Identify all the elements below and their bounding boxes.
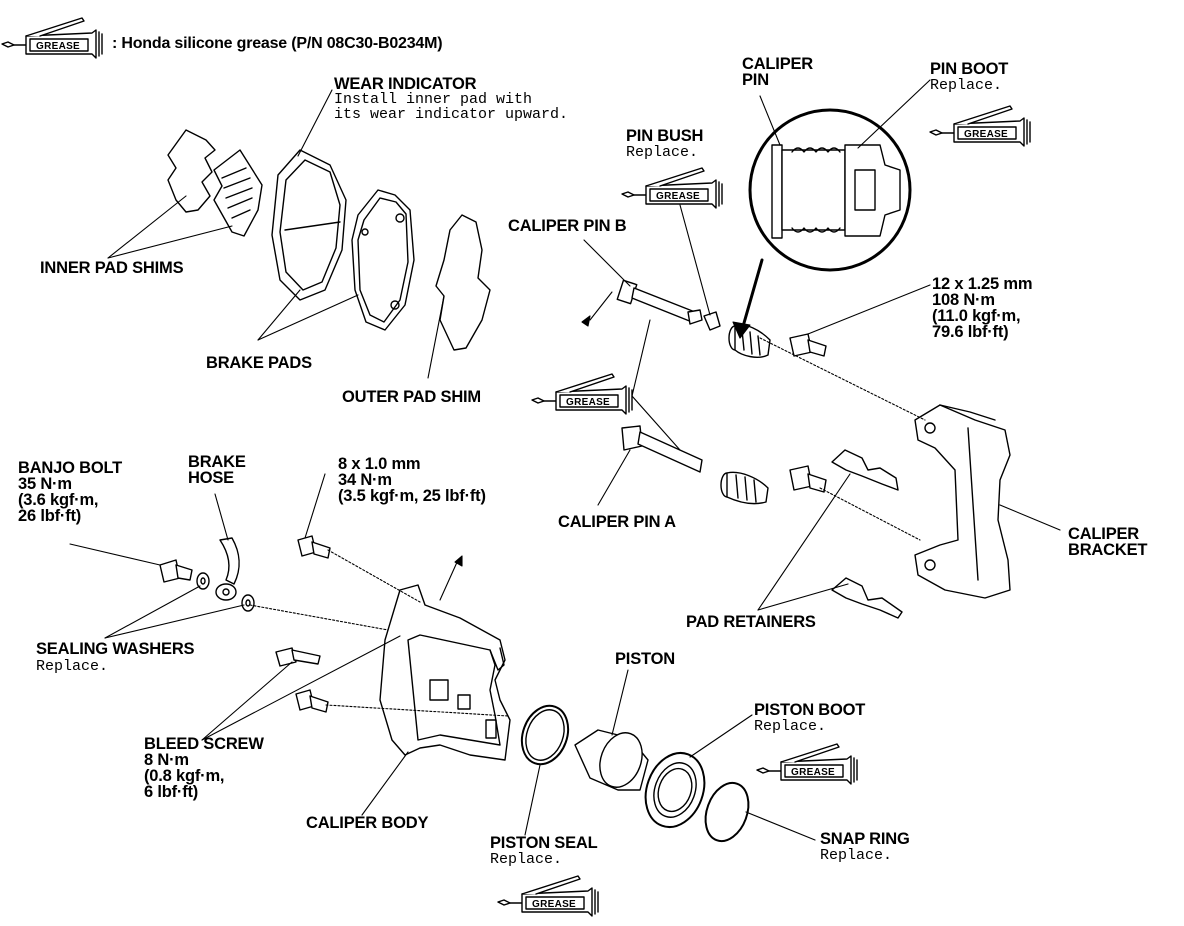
brake-pads bbox=[271, 149, 415, 331]
snap-ring-title: SNAP RING bbox=[820, 830, 910, 848]
piston-boot-note: Replace. bbox=[754, 718, 827, 735]
wear-indicator-note-1: Install inner pad with bbox=[334, 91, 533, 108]
grease-tube-icon: GREASE bbox=[531, 373, 633, 415]
caliper-pin-a bbox=[621, 425, 703, 473]
caliper-bracket-label-2: BRACKET bbox=[1068, 541, 1148, 559]
brake-hose bbox=[215, 537, 240, 601]
grease-tube-icon: GREASE bbox=[1, 17, 103, 59]
snap-ring bbox=[704, 781, 750, 843]
legend-text: : Honda silicone grease (P/N 08C30-B0234… bbox=[112, 35, 443, 52]
svg-text:GREASE: GREASE bbox=[791, 767, 835, 778]
banjo-bolt-label-2: 35 N·m bbox=[18, 475, 72, 493]
bracket-bolt-spec-1: 12 x 1.25 mm bbox=[932, 275, 1033, 293]
grease-tube-icon: GREASE bbox=[621, 167, 723, 209]
bracket-bolt-upper bbox=[789, 333, 827, 357]
outer-pad-shim bbox=[435, 214, 491, 351]
grease-icon-text: GREASE bbox=[36, 41, 80, 52]
caliper-body-label: CALIPER BODY bbox=[306, 814, 429, 832]
banjo-bolt bbox=[159, 559, 193, 583]
caliper-body bbox=[379, 584, 511, 761]
svg-text:GREASE: GREASE bbox=[566, 397, 610, 408]
caliper-pin-a-label: CALIPER PIN A bbox=[558, 513, 676, 531]
pin-boot-note: Replace. bbox=[930, 77, 1003, 94]
inner-pad-shims-label: INNER PAD SHIMS bbox=[40, 259, 184, 277]
pin-boot-lower bbox=[720, 471, 769, 505]
grease-tube-icon: GREASE bbox=[756, 743, 858, 785]
piston-boot bbox=[644, 752, 706, 828]
caliper-body-bolt-upper bbox=[297, 535, 331, 559]
piston-seal-title: PISTON SEAL bbox=[490, 834, 598, 852]
inner-pad-shims bbox=[167, 129, 263, 237]
piston-boot-title: PISTON BOOT bbox=[754, 701, 866, 719]
piston-label: PISTON bbox=[615, 650, 675, 668]
caliper-body-bolt-lower bbox=[295, 689, 329, 713]
caliper-pin-inset bbox=[748, 108, 912, 272]
bleed-screw-label-1: BLEED SCREW bbox=[144, 735, 264, 753]
banjo-bolt-label-4: 26 lbf·ft) bbox=[18, 507, 82, 525]
grease-tube-icon: GREASE bbox=[929, 105, 1031, 147]
outer-pad-shim-label: OUTER PAD SHIM bbox=[342, 388, 481, 406]
brake-pads-label: BRAKE PADS bbox=[206, 354, 312, 372]
svg-text:GREASE: GREASE bbox=[532, 899, 576, 910]
caliper-pin-label-2: PIN bbox=[742, 71, 769, 89]
leader-lines bbox=[69, 79, 1061, 841]
pin-bush-title: PIN BUSH bbox=[626, 127, 704, 145]
body-bolt-spec-3: (3.5 kgf·m, 25 lbf·ft) bbox=[338, 487, 486, 505]
bleed-screw bbox=[275, 647, 321, 667]
pin-boot-upper bbox=[728, 324, 771, 358]
svg-text:GREASE: GREASE bbox=[964, 129, 1008, 140]
snap-ring-note: Replace. bbox=[820, 847, 893, 864]
bleed-screw-label-2: 8 N·m bbox=[144, 751, 189, 769]
piston-seal bbox=[520, 704, 570, 766]
caliper-pin-label-1: CALIPER bbox=[742, 55, 814, 73]
body-bolt-spec-1: 8 x 1.0 mm bbox=[338, 455, 421, 473]
bracket-bolt-spec-2: 108 N·m bbox=[932, 291, 995, 309]
caliper-pin-b bbox=[616, 279, 721, 331]
grease-tube-icon: GREASE bbox=[497, 875, 599, 917]
bracket-bolt-spec-3: (11.0 kgf·m, bbox=[932, 307, 1021, 325]
piston bbox=[574, 729, 649, 791]
sealing-washers bbox=[196, 572, 255, 612]
wear-indicator-title: WEAR INDICATOR bbox=[334, 75, 477, 93]
banjo-bolt-label-3: (3.6 kgf·m, bbox=[18, 491, 99, 509]
caliper-bracket bbox=[914, 404, 1011, 599]
pad-retainers-label: PAD RETAINERS bbox=[686, 613, 816, 631]
brake-hose-label-1: BRAKE bbox=[188, 453, 246, 471]
piston-seal-note: Replace. bbox=[490, 851, 563, 868]
brake-hose-label-2: HOSE bbox=[188, 469, 234, 487]
body-bolt-spec-2: 34 N·m bbox=[338, 471, 392, 489]
pad-retainers bbox=[831, 449, 903, 619]
bracket-bolt-lower bbox=[789, 465, 827, 493]
svg-text:GREASE: GREASE bbox=[656, 191, 700, 202]
pin-bush-note: Replace. bbox=[626, 144, 699, 161]
wear-indicator-note-2: its wear indicator upward. bbox=[334, 106, 569, 123]
bleed-screw-label-3: (0.8 kgf·m, bbox=[144, 767, 225, 785]
pin-boot-title: PIN BOOT bbox=[930, 60, 1009, 78]
sealing-washers-note: Replace. bbox=[36, 658, 109, 675]
bracket-bolt-spec-4: 79.6 lbf·ft) bbox=[932, 323, 1009, 341]
banjo-bolt-label-1: BANJO BOLT bbox=[18, 459, 123, 477]
sealing-washers-title: SEALING WASHERS bbox=[36, 640, 195, 658]
bleed-screw-label-4: 6 lbf·ft) bbox=[144, 783, 199, 801]
caliper-pin-b-label: CALIPER PIN B bbox=[508, 217, 627, 235]
caliper-bracket-label-1: CALIPER bbox=[1068, 525, 1140, 543]
